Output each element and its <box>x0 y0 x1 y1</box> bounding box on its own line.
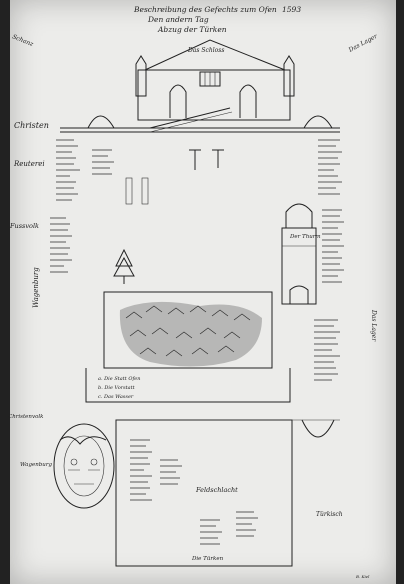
label-right-vertical: Das Lager <box>370 309 377 342</box>
tower-drawing <box>281 203 317 305</box>
tree-drawing <box>113 248 135 284</box>
right-troop-columns <box>314 139 344 381</box>
left-troop-columns <box>50 139 114 273</box>
label-bottom-center: Die Türken <box>191 556 224 562</box>
label-left-4: Wagenburg <box>32 267 40 308</box>
label-lower-left: Christenvolk <box>8 414 44 420</box>
heading-year: 1593 <box>282 5 301 14</box>
wagon-fort-drawing <box>53 423 115 509</box>
heading-line-3: Abzug der Türken <box>157 25 227 34</box>
city-caption-3: c. Das Wasser <box>98 394 134 400</box>
label-left-2: Reuterei <box>13 160 45 168</box>
label-top-left: Schanz <box>11 33 35 48</box>
label-castle: Das Schloss <box>187 47 224 54</box>
lower-battle-field <box>115 419 340 567</box>
corner-note: B. Kiel <box>355 574 370 579</box>
label-left-1: Christen <box>14 121 49 130</box>
label-fort: Wagenburg <box>20 462 52 468</box>
heading-line-1: Beschreibung des Gefechts zum Ofen <box>133 5 277 14</box>
city-caption-1: a. Die Statt Ofen <box>98 376 140 382</box>
label-top-right: Das Lager <box>347 32 380 54</box>
label-tower: Der Thurm <box>289 234 321 240</box>
city-caption-2: b. Die Vorstatt <box>98 385 136 391</box>
heading-line-2: Den andern Tag <box>147 15 209 24</box>
label-lower-title: Feldschlacht <box>195 486 238 494</box>
city-map <box>85 291 291 403</box>
label-bottom-right: Türkisch <box>316 511 343 518</box>
castle-drawing <box>60 39 340 205</box>
label-left-3: Fussvolk <box>9 222 39 230</box>
